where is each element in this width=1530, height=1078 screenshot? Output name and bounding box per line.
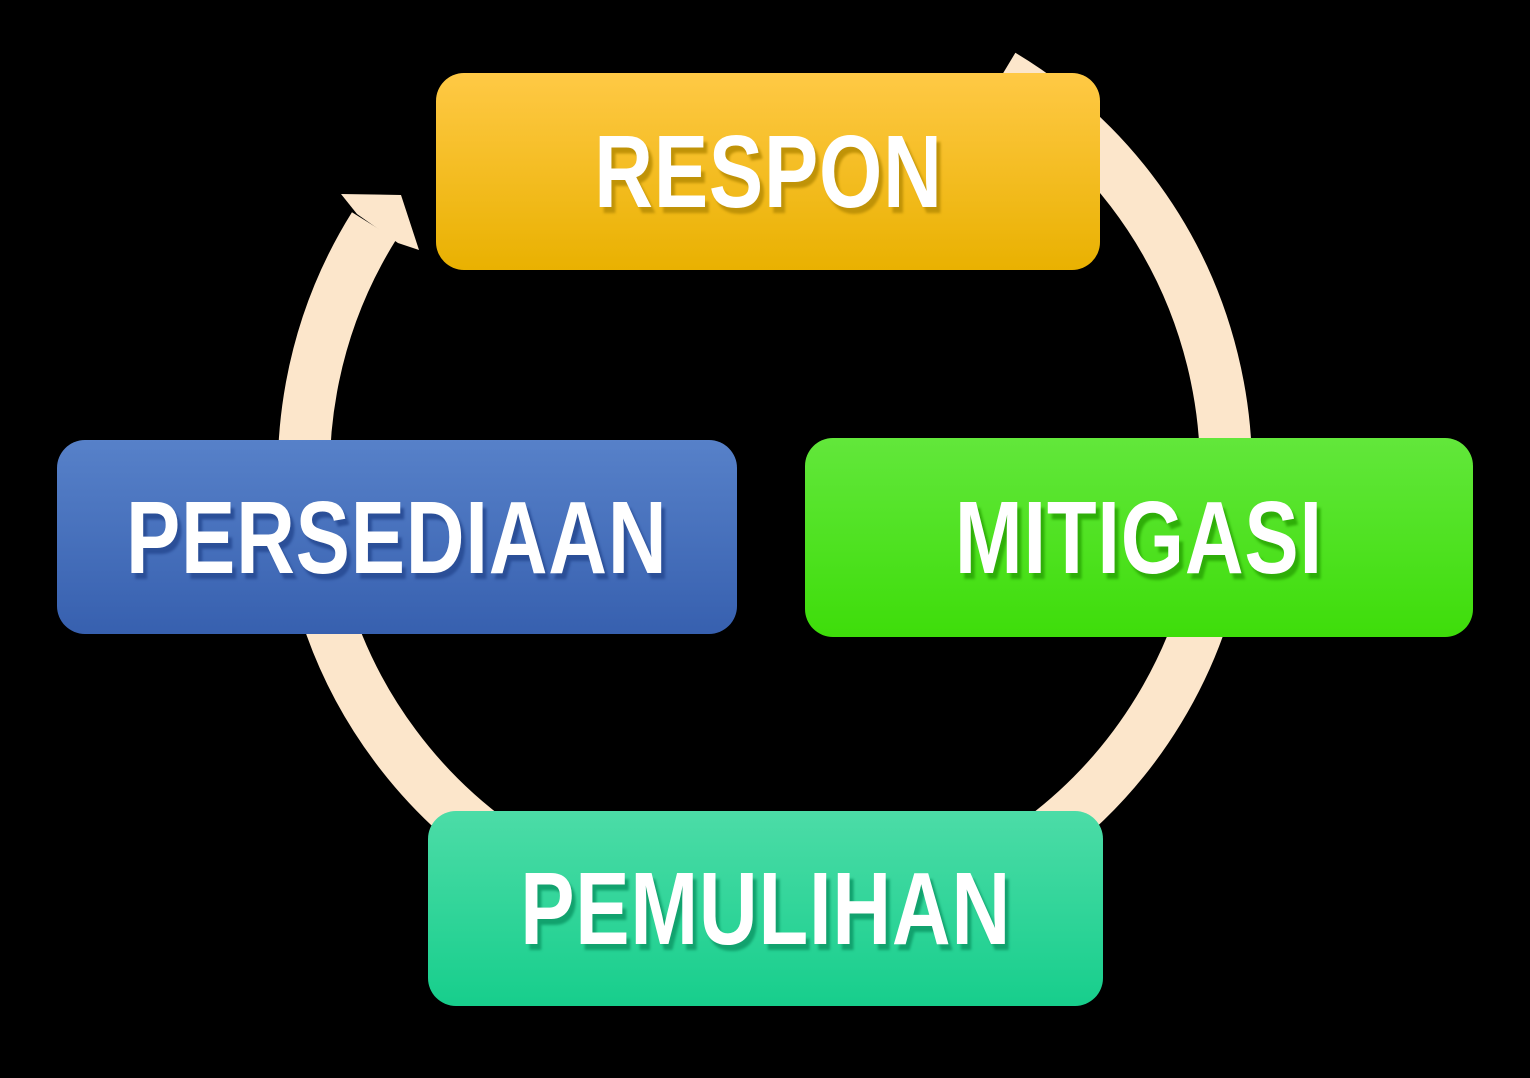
cycle-box-persediaan: PERSEDIAAN [57, 440, 737, 634]
cycle-box-mitigasi: MITIGASI [805, 438, 1473, 637]
cycle-box-respon: RESPON [436, 73, 1100, 270]
cycle-box-pemulihan: PEMULIHAN [428, 811, 1103, 1006]
cycle-box-persediaan-label: PERSEDIAAN [126, 479, 668, 595]
cycle-box-respon-label: RESPON [593, 114, 943, 229]
cycle-box-pemulihan-label: PEMULIHAN [520, 851, 1011, 966]
cycle-arrowhead-icon [341, 194, 419, 250]
cycle-box-mitigasi-label: MITIGASI [955, 480, 1323, 595]
